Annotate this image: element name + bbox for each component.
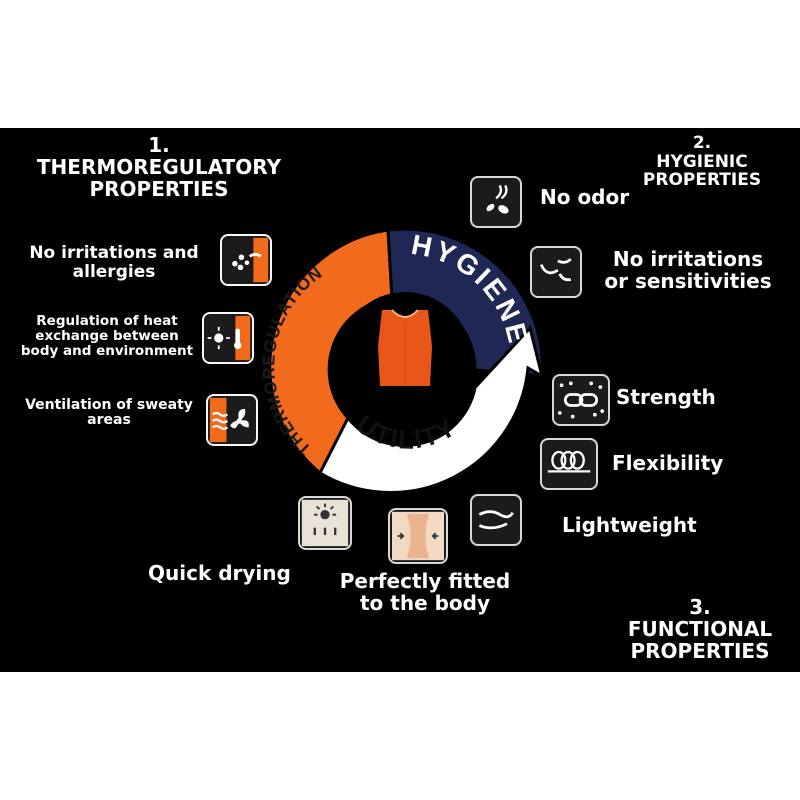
chain-link-icon: [552, 374, 610, 426]
functional-item-fitted-line1: Perfectly fitted: [339, 569, 511, 593]
hygienic-item-no-irritations-line1: No irritations: [612, 247, 764, 271]
thermo-item-regulation-line2: exchange between: [35, 327, 179, 344]
thermo-item-irritations-line1: No irritations and: [29, 243, 199, 263]
spring-coil-icon: [540, 438, 598, 490]
thermo-item-ventilation-line2: areas: [87, 412, 131, 429]
thermo-section-title-line2: PROPERTIES: [89, 177, 229, 201]
thermo-item-regulation: Regulation of heat exchange between body…: [16, 314, 198, 359]
feather-icon: [470, 494, 522, 546]
functional-section-title-line2: PROPERTIES: [630, 639, 770, 663]
functional-item-fitted-line2: to the body: [360, 591, 490, 615]
thermoregulation-segment: [268, 228, 394, 476]
sun-thermometer-icon: [202, 312, 254, 364]
hygienic-section-title-line2: PROPERTIES: [642, 170, 762, 191]
functional-item-flexibility: Flexibility: [612, 451, 724, 475]
thermo-item-regulation-line3: body and environment: [20, 342, 194, 359]
hygienic-section-heading: 2. HYGIENIC PROPERTIES: [632, 134, 772, 190]
thermo-item-regulation-line1: Regulation of heat: [36, 313, 178, 329]
sun-drying-icon: [298, 496, 352, 550]
fan-icon: [206, 394, 258, 446]
functional-item-fitted: Perfectly fitted to the body: [330, 570, 520, 614]
thermo-item-irritations: No irritations and allergies: [22, 244, 206, 281]
thermo-item-ventilation-line1: Ventilation of sweaty: [25, 397, 193, 413]
hygienic-section-title-line1: HYGIENIC: [656, 151, 748, 172]
hygienic-item-no-irritations: No irritations or sensitivities: [598, 248, 778, 292]
functional-item-quick-drying: Quick drying: [148, 561, 291, 585]
functional-section-title-line1: FUNCTIONAL: [627, 617, 773, 641]
skin-care-icon: [530, 246, 582, 298]
hygienic-item-no-odor: No odor: [540, 185, 630, 209]
thermo-section-title-line1: THERMOREGULATORY: [36, 155, 282, 179]
water-drops-icon: [220, 234, 272, 286]
properties-cycle-diagram: THERMOREGULATION HYGIENE UTILITY: [260, 227, 545, 494]
thermo-section-heading: 1. THERMOREGULATORY PROPERTIES: [24, 134, 294, 200]
thermo-item-ventilation: Ventilation of sweaty areas: [18, 397, 200, 429]
hygienic-section-number: 2.: [692, 133, 712, 153]
functional-section-heading: 3. FUNCTIONAL PROPERTIES: [610, 596, 790, 662]
functional-section-number: 3.: [689, 595, 711, 619]
thermo-section-number: 1.: [148, 133, 170, 157]
utility-segment: [318, 324, 545, 494]
tank-top-icon: [378, 309, 432, 386]
infographic-panel: 1. THERMOREGULATORY PROPERTIES 2. HYGIEN…: [0, 128, 800, 672]
body-fit-icon: [388, 508, 448, 564]
leaves-wind-icon: [470, 176, 522, 228]
functional-item-strength: Strength: [616, 385, 716, 409]
hygienic-item-no-irritations-line2: or sensitivities: [604, 269, 772, 293]
thermo-item-irritations-line2: allergies: [72, 261, 156, 282]
functional-item-lightweight: Lightweight: [562, 513, 697, 537]
